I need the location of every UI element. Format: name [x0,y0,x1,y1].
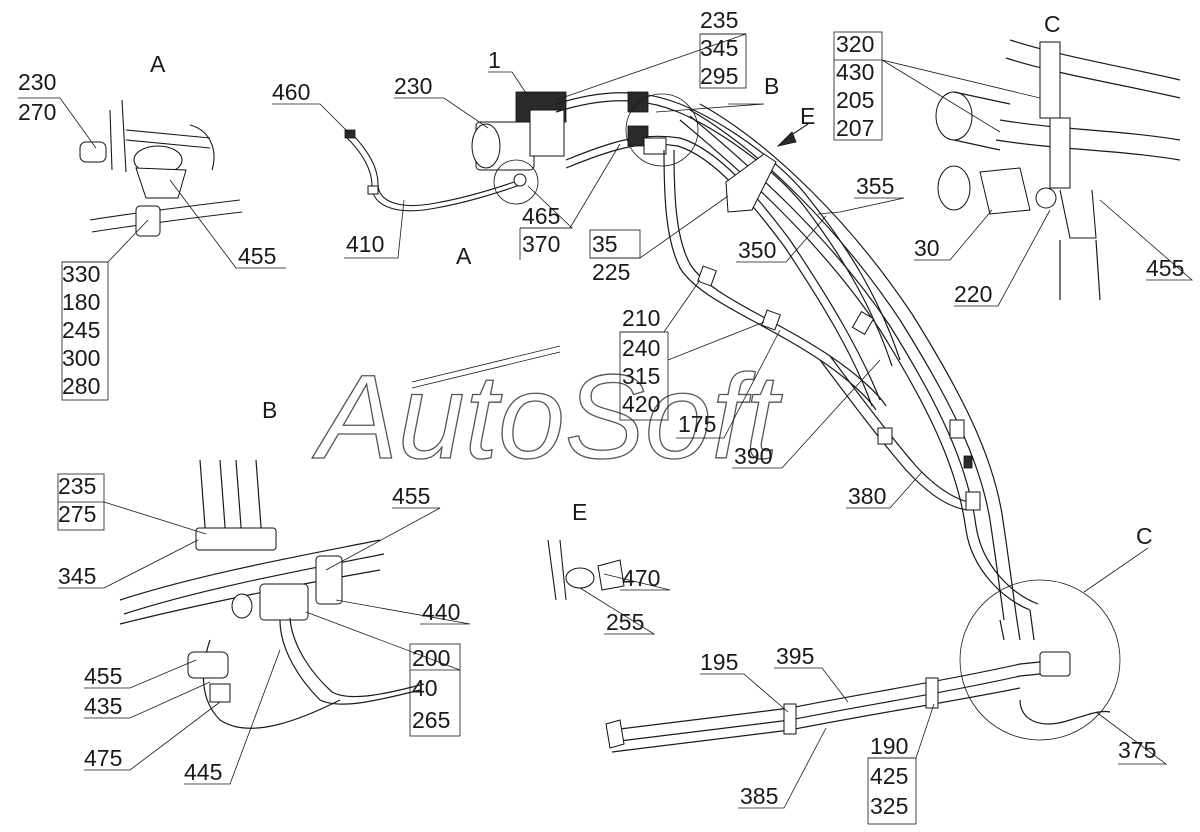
part-labels: 230 270 455 330 180 245 300 280 460 410 … [18,7,1184,819]
label-455-c: 455 [392,483,430,509]
label-190: 190 [870,733,908,759]
view-e-callout: E [800,103,815,129]
label-205: 205 [836,87,874,113]
view-b-callout: B [764,73,779,99]
view-c-inset [935,39,1181,301]
label-375: 375 [1118,737,1156,763]
view-a-title: A [150,51,166,77]
label-455-a: 455 [238,243,276,269]
label-315: 315 [622,363,660,389]
label-30: 30 [914,235,940,261]
label-255: 255 [606,609,644,635]
bottom-pipes [605,609,1111,753]
label-245: 245 [62,317,100,343]
label-370: 370 [522,231,560,257]
label-380: 380 [848,483,886,509]
label-385: 385 [740,783,778,809]
label-455-b: 455 [1146,255,1184,281]
label-270: 270 [18,99,56,125]
label-207: 207 [836,115,874,141]
label-320: 320 [836,31,874,57]
label-265: 265 [412,707,450,733]
label-410: 410 [346,231,384,257]
label-40: 40 [412,675,438,701]
view-a-inset [79,99,243,237]
label-300: 300 [62,345,100,371]
label-235-b: 235 [58,473,96,499]
label-295: 295 [700,63,738,89]
label-395: 395 [776,643,814,669]
label-465: 465 [522,203,560,229]
label-445: 445 [184,759,222,785]
watermark-bar-2 [411,351,561,389]
main-assembly [344,91,1039,621]
label-325: 325 [870,793,908,819]
label-440: 440 [422,599,460,625]
label-210: 210 [622,305,660,331]
view-b-title: B [262,397,277,423]
detail-c-circle [959,579,1121,741]
view-e-title: E [572,499,587,525]
label-240: 240 [622,335,660,361]
label-460: 460 [272,79,310,105]
view-e-inset [547,539,625,601]
label-470: 470 [622,565,660,591]
watermark-text: AutoSoft [312,350,783,484]
label-350: 350 [738,237,776,263]
label-35: 35 [592,231,618,257]
label-220: 220 [954,281,992,307]
detail-b-circle [625,93,699,167]
label-330: 330 [62,261,100,287]
label-475: 475 [84,745,122,771]
label-345-a: 345 [700,35,738,61]
label-195: 195 [700,649,738,675]
label-355: 355 [856,173,894,199]
view-c-callout: C [1136,523,1153,549]
label-345-b: 345 [58,563,96,589]
label-455-d: 455 [84,663,122,689]
label-230-b: 230 [394,73,432,99]
view-c-title: C [1044,11,1061,37]
label-275: 275 [58,501,96,527]
view-a-callout: A [456,243,472,269]
detail-a-circle [493,159,539,205]
label-425: 425 [870,763,908,789]
label-280: 280 [62,373,100,399]
label-225: 225 [592,259,630,285]
watermark-bar [411,345,561,383]
label-420: 420 [622,391,660,417]
view-b-inset [119,459,425,729]
leader-lines [18,31,1194,825]
label-390: 390 [734,443,772,469]
label-180: 180 [62,289,100,315]
label-435: 435 [84,693,122,719]
label-230-a: 230 [18,69,56,95]
label-200: 200 [412,645,450,671]
label-175: 175 [678,411,716,437]
label-430: 430 [836,59,874,85]
view-e-arrowhead [776,131,797,147]
label-235-a: 235 [700,7,738,33]
label-1: 1 [488,47,501,73]
